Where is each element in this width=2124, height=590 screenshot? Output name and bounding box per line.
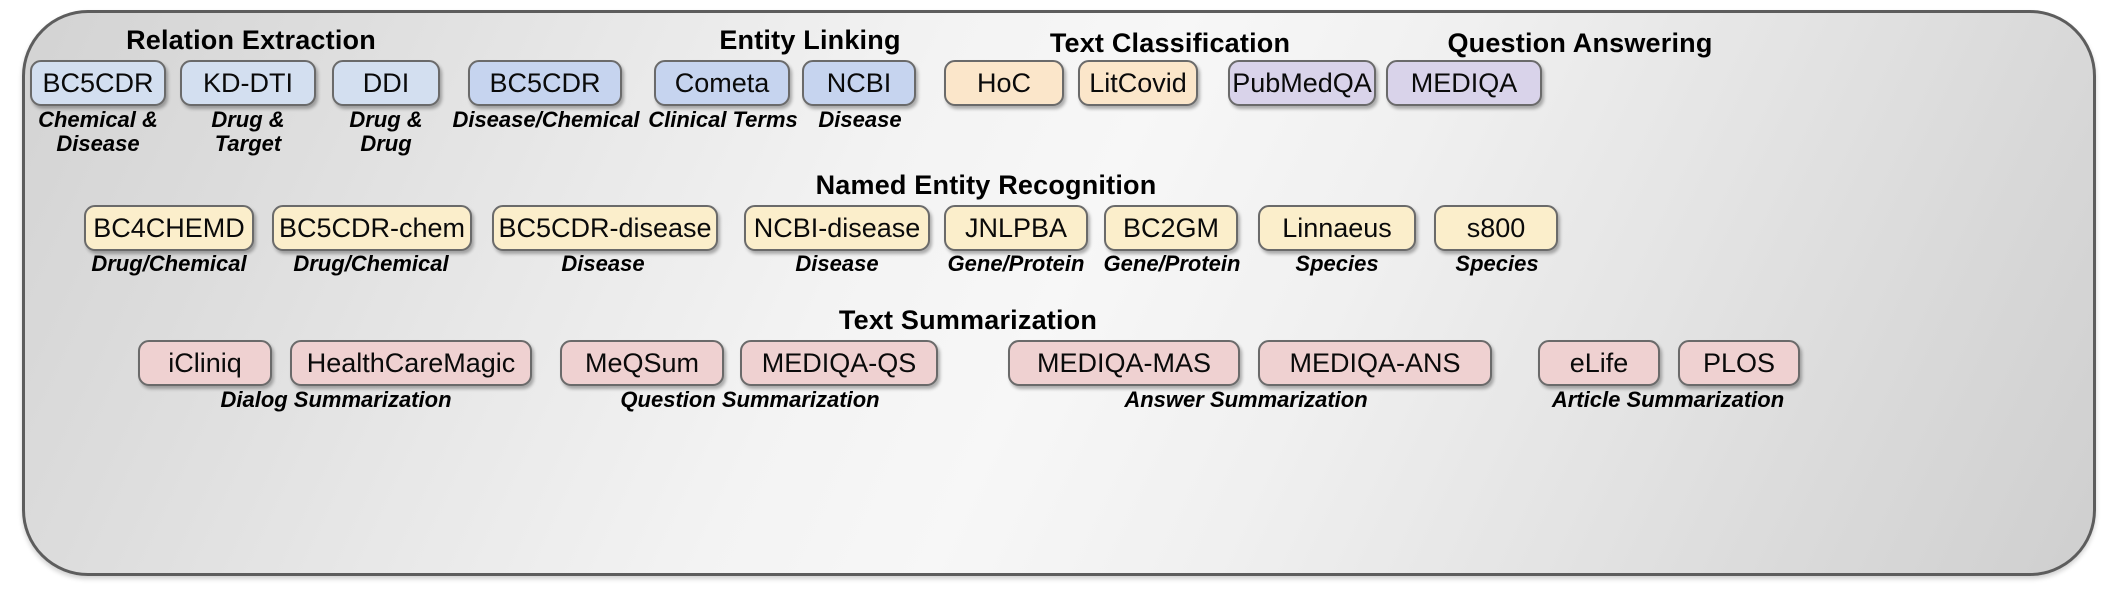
dataset-caption-bc5cdr-el: Disease/Chemical: [452, 107, 640, 132]
group-title-text-classification: Text Classification: [1049, 28, 1291, 58]
dataset-caption-bc2gm: Gene/Protein: [1103, 251, 1241, 276]
group-caption-answer-summarization: Answer Summarization: [1124, 387, 1368, 412]
dataset-caption-kd-dti: Drug & Target: [211, 107, 285, 156]
dataset-pill-plos[interactable]: PLOS: [1678, 340, 1800, 386]
dataset-caption-cometa: Clinical Terms: [648, 107, 798, 132]
dataset-pill-bc2gm[interactable]: BC2GM: [1104, 205, 1238, 251]
dataset-pill-ddi[interactable]: DDI: [332, 60, 440, 106]
dataset-pill-ncbi[interactable]: NCBI: [802, 60, 916, 106]
group-caption-dialog-summarization: Dialog Summarization: [220, 387, 452, 412]
dataset-pill-bc5cdr-re[interactable]: BC5CDR: [30, 60, 166, 106]
dataset-pill-jnlpba[interactable]: JNLPBA: [944, 205, 1088, 251]
group-title-question-answering: Question Answering: [1447, 28, 1713, 58]
group-title-named-entity-recognition: Named Entity Recognition: [815, 170, 1157, 200]
dataset-pill-mediqa[interactable]: MEDIQA: [1386, 60, 1542, 106]
dataset-caption-ncbi-disease: Disease: [795, 251, 879, 276]
dataset-pill-s800[interactable]: s800: [1434, 205, 1558, 251]
dataset-caption-jnlpba: Gene/Protein: [947, 251, 1085, 276]
dataset-pill-bc5cdr-disease[interactable]: BC5CDR-disease: [492, 205, 718, 251]
dataset-pill-ncbi-disease[interactable]: NCBI-disease: [744, 205, 930, 251]
dataset-pill-mediqa-ans[interactable]: MEDIQA-ANS: [1258, 340, 1492, 386]
dataset-caption-ddi: Drug & Drug: [349, 107, 423, 156]
dataset-pill-hoc[interactable]: HoC: [944, 60, 1064, 106]
dataset-pill-healthcaremagic[interactable]: HealthCareMagic: [290, 340, 532, 386]
dataset-caption-bc5cdr-chem: Drug/Chemical: [293, 251, 449, 276]
group-caption-article-summarization: Article Summarization: [1551, 387, 1785, 412]
dataset-caption-ncbi: Disease: [818, 107, 902, 132]
group-caption-question-summarization: Question Summarization: [620, 387, 880, 412]
dataset-pill-mediqa-qs[interactable]: MEDIQA-QS: [740, 340, 938, 386]
dataset-caption-bc4chemd: Drug/Chemical: [91, 251, 247, 276]
dataset-pill-bc4chemd[interactable]: BC4CHEMD: [84, 205, 254, 251]
group-title-relation-extraction: Relation Extraction: [126, 25, 376, 55]
dataset-caption-s800: Species: [1455, 251, 1539, 276]
dataset-pill-bc5cdr-el[interactable]: BC5CDR: [468, 60, 622, 106]
dataset-pill-meqsum[interactable]: MeQSum: [560, 340, 724, 386]
group-title-entity-linking: Entity Linking: [719, 25, 901, 55]
dataset-pill-mediqa-mas[interactable]: MEDIQA-MAS: [1008, 340, 1240, 386]
dataset-pill-elife[interactable]: eLife: [1538, 340, 1660, 386]
dataset-caption-bc5cdr-disease: Disease: [561, 251, 645, 276]
dataset-caption-linnaeus: Species: [1295, 251, 1379, 276]
dataset-pill-bc5cdr-chem[interactable]: BC5CDR-chem: [272, 205, 472, 251]
dataset-pill-icliniq[interactable]: iCliniq: [138, 340, 272, 386]
dataset-caption-bc5cdr-re: Chemical & Disease: [38, 107, 158, 156]
dataset-pill-cometa[interactable]: Cometa: [654, 60, 790, 106]
dataset-pill-linnaeus[interactable]: Linnaeus: [1258, 205, 1416, 251]
dataset-pill-pubmedqa[interactable]: PubMedQA: [1228, 60, 1376, 106]
group-title-text-summarization: Text Summarization: [838, 305, 1098, 335]
dataset-pill-kd-dti[interactable]: KD-DTI: [180, 60, 316, 106]
dataset-pill-litcovid[interactable]: LitCovid: [1078, 60, 1198, 106]
